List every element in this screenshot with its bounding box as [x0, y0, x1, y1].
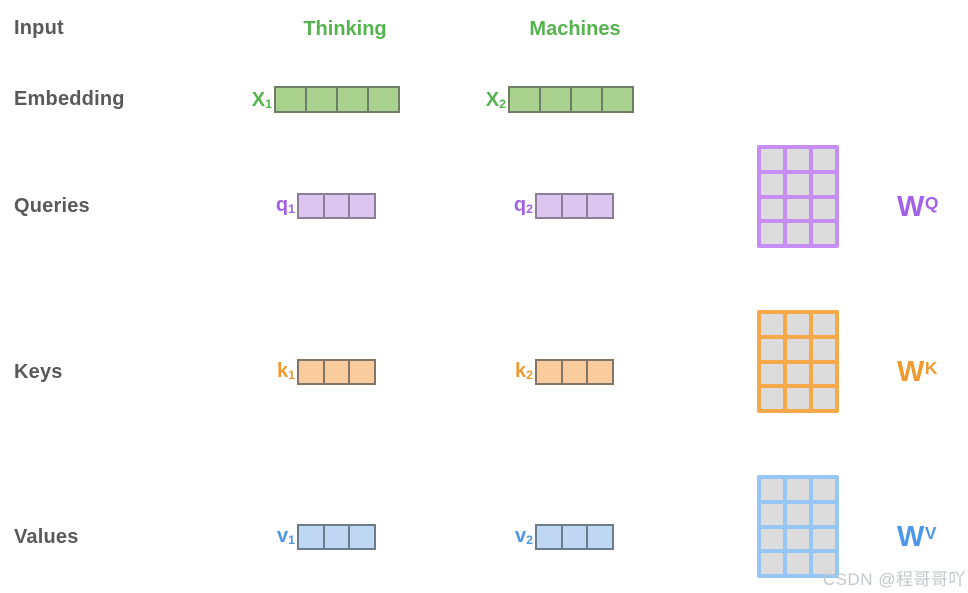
- v1-vector: [297, 524, 376, 550]
- cell: [813, 553, 835, 574]
- v2-vector: [535, 524, 614, 550]
- x2-label: X2: [485, 89, 506, 111]
- cell: [813, 198, 835, 220]
- cell: [761, 503, 783, 525]
- watermark: CSDN @程哥哥吖: [822, 570, 966, 589]
- k2-label: k2: [514, 360, 533, 382]
- wk-label: WK: [897, 356, 938, 388]
- cell: [537, 361, 561, 383]
- q1-vector: [297, 193, 376, 219]
- cell: [787, 314, 809, 335]
- cell: [787, 553, 809, 574]
- wq-label: WQ: [897, 191, 939, 223]
- cell: [510, 88, 539, 111]
- x1-label: X1: [251, 89, 272, 111]
- cell: [761, 149, 783, 170]
- cell: [761, 338, 783, 360]
- cell: [761, 553, 783, 574]
- cell: [761, 198, 783, 220]
- cell: [813, 363, 835, 385]
- row-label-values: Values: [14, 526, 79, 548]
- cell: [787, 479, 809, 500]
- x2-vector: [508, 86, 634, 113]
- cell: [813, 338, 835, 360]
- cell: [562, 361, 587, 383]
- cell: [350, 526, 374, 548]
- cell: [537, 195, 561, 217]
- cell: [276, 88, 305, 111]
- v2-label: v2: [514, 525, 533, 547]
- q2-vector: [535, 193, 614, 219]
- cell: [787, 388, 809, 409]
- cell: [761, 528, 783, 550]
- wv-label: WV: [897, 521, 937, 553]
- cell: [813, 173, 835, 195]
- row-label-keys: Keys: [14, 361, 63, 383]
- cell: [761, 314, 783, 335]
- cell: [787, 198, 809, 220]
- cell: [761, 173, 783, 195]
- cell: [787, 503, 809, 525]
- x1-vector: [274, 86, 400, 113]
- wk-matrix: [757, 310, 839, 413]
- cell: [787, 149, 809, 170]
- cell: [299, 195, 323, 217]
- wq-matrix: [757, 145, 839, 248]
- cell: [813, 223, 835, 244]
- cell: [588, 526, 612, 548]
- wv-matrix: [757, 475, 839, 578]
- cell: [588, 361, 612, 383]
- cell: [813, 528, 835, 550]
- cell: [787, 173, 809, 195]
- cell: [588, 195, 612, 217]
- cell: [813, 503, 835, 525]
- cell: [813, 479, 835, 500]
- cell: [562, 526, 587, 548]
- word-machines: Machines: [529, 18, 621, 40]
- cell: [761, 223, 783, 244]
- cell: [369, 88, 398, 111]
- q2-label: q2: [513, 194, 533, 216]
- cell: [572, 88, 601, 111]
- row-label-queries: Queries: [14, 195, 90, 217]
- cell: [787, 223, 809, 244]
- row-label-embedding: Embedding: [14, 88, 125, 110]
- v1-label: v1: [276, 525, 295, 547]
- cell: [813, 149, 835, 170]
- cell: [299, 526, 323, 548]
- k1-vector: [297, 359, 376, 385]
- cell: [299, 361, 323, 383]
- row-label-input: Input: [14, 17, 64, 39]
- cell: [324, 195, 349, 217]
- cell: [813, 314, 835, 335]
- cell: [787, 363, 809, 385]
- cell: [324, 361, 349, 383]
- cell: [338, 88, 367, 111]
- cell: [787, 528, 809, 550]
- cell: [787, 338, 809, 360]
- cell: [350, 361, 374, 383]
- cell: [761, 363, 783, 385]
- cell: [350, 195, 374, 217]
- cell: [537, 526, 561, 548]
- cell: [562, 195, 587, 217]
- k1-label: k1: [276, 360, 295, 382]
- cell: [813, 388, 835, 409]
- cell: [761, 388, 783, 409]
- cell: [541, 88, 570, 111]
- word-thinking: Thinking: [303, 18, 387, 40]
- cell: [324, 526, 349, 548]
- q1-label: q1: [275, 194, 295, 216]
- k2-vector: [535, 359, 614, 385]
- cell: [761, 479, 783, 500]
- cell: [307, 88, 336, 111]
- cell: [603, 88, 632, 111]
